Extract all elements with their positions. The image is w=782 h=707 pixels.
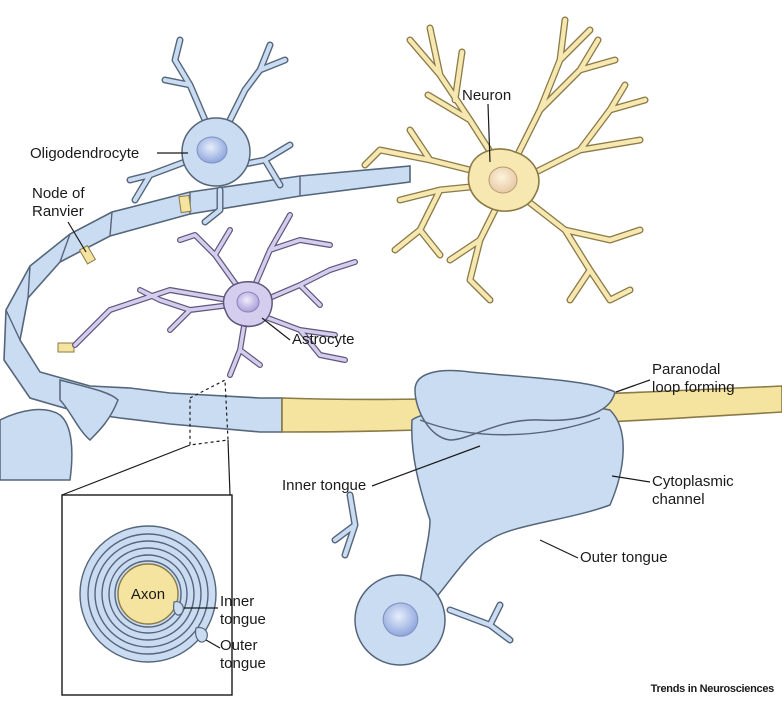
node-of-ranvier <box>58 343 74 352</box>
inset-outer-tongue <box>196 628 208 642</box>
credit: Trends in Neurosciences <box>651 683 774 695</box>
astrocyte-nucleus <box>237 292 259 312</box>
node-of-ranvier <box>179 195 191 212</box>
inset-axon-label: Axon <box>131 586 165 603</box>
neuron-label: Neuron <box>462 87 511 104</box>
node-of-ranvier-label: Node of <box>32 185 85 202</box>
neuron-nucleus <box>489 167 517 193</box>
oligodendrocyte-nucleus <box>197 137 227 163</box>
paranodal-loop-label: Paranodal <box>652 361 720 378</box>
inset-outer-tongue-label: Outer <box>220 637 258 654</box>
astrocyte-label: Astrocyte <box>292 331 355 348</box>
paranodal-loop-label-2: loop forming <box>652 379 735 396</box>
node-of-ranvier-label-2: Ranvier <box>32 203 84 220</box>
neuron <box>365 20 645 300</box>
lower-oligodendrocyte-nucleus <box>383 603 418 636</box>
outer-tongue-label: Outer tongue <box>580 549 668 566</box>
oligodendrocyte-label: Oligodendrocyte <box>30 145 139 162</box>
cytoplasmic-channel-label: Cytoplasmic <box>652 473 734 490</box>
inset-inner-tongue <box>174 602 184 615</box>
node-of-ranvier <box>80 246 96 264</box>
inset-outer-tongue-label-2: tongue <box>220 655 266 672</box>
cytoplasmic-channel-label-2: channel <box>652 491 705 508</box>
astrocyte <box>75 215 355 375</box>
oligodendrocyte-partial-soma <box>0 410 72 480</box>
inset-inner-tongue-label-2: tongue <box>220 611 266 628</box>
inset-inner-tongue-label: Inner <box>220 593 254 610</box>
inner-tongue-label: Inner tongue <box>282 477 366 494</box>
